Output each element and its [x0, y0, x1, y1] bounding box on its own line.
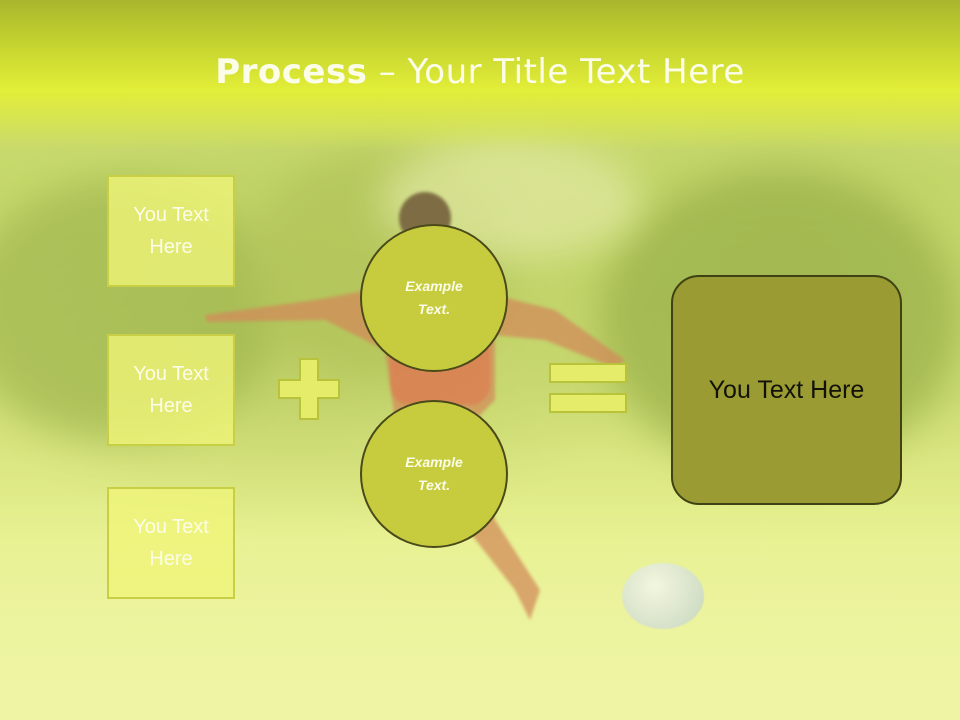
equals-bar-top — [549, 363, 627, 383]
plus-icon — [278, 358, 340, 420]
result-label: You Text Here — [708, 375, 865, 404]
circle-1-line1: Example — [405, 278, 463, 294]
text-box-1-line2: Here — [149, 236, 193, 258]
circle-2-line2: Text. — [417, 477, 451, 493]
text-box-2-line1: You Text — [133, 363, 209, 385]
title-bold: Process — [215, 52, 368, 92]
text-box-2-line2: Here — [149, 395, 193, 417]
soccer-ball-image — [622, 563, 704, 629]
title-bar — [0, 0, 960, 150]
result-box[interactable]: You Text Here — [671, 275, 902, 505]
circle-2-line1: Example — [405, 454, 463, 470]
text-box-3-line1: You Text — [133, 516, 209, 538]
title-rest: – Your Title Text Here — [367, 52, 745, 92]
page-title: Process – Your Title Text Here — [0, 52, 960, 92]
circle-1-line2: Text. — [417, 301, 451, 317]
text-box-3-line2: Here — [149, 548, 193, 570]
text-box-1-line1: You Text — [133, 204, 209, 226]
equals-bar-bottom — [549, 393, 627, 413]
